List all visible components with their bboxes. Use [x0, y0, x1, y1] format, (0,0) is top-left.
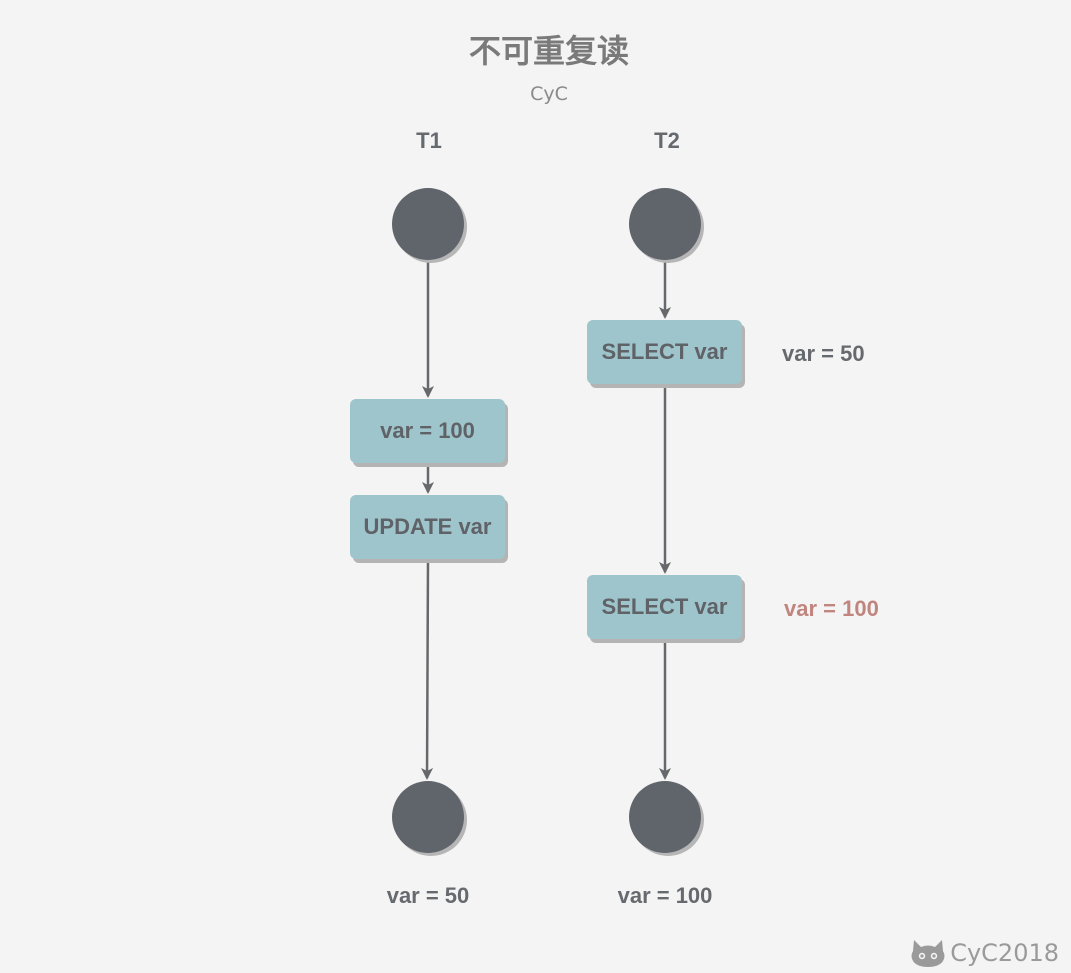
- t1-update-box: UPDATE var: [350, 495, 505, 559]
- watermark: CyC2018: [910, 938, 1059, 968]
- t1-start-node: [392, 188, 464, 260]
- t2-select1-label: SELECT var: [601, 339, 728, 364]
- t2-end-node: [629, 781, 701, 853]
- t2-label: T2: [654, 128, 680, 153]
- t1-label: T1: [416, 128, 442, 153]
- diagram-title: 不可重复读: [468, 32, 629, 70]
- t2-select1-result: var = 50: [782, 341, 865, 366]
- t1-final-value: var = 50: [386, 883, 470, 908]
- t1-update-label: UPDATE var: [363, 514, 492, 539]
- t1-arrow-update-to-end: [421, 559, 434, 780]
- t2-final-value: var = 100: [617, 883, 713, 908]
- diagram-subtitle: CyC: [530, 83, 568, 105]
- t2-select2-label: SELECT var: [601, 594, 728, 619]
- t1-end-node: [392, 781, 464, 853]
- t2-select1-box: SELECT var: [587, 320, 742, 384]
- t1-assign-label: var = 100: [380, 418, 475, 443]
- t2-select2-result: var = 100: [784, 596, 879, 621]
- t1-assign-box: var = 100: [350, 399, 505, 463]
- watermark-label: CyC2018: [950, 939, 1059, 967]
- t2-select2-box: SELECT var: [587, 575, 742, 639]
- t2-start-node: [629, 188, 701, 260]
- github-cat-icon: [911, 940, 945, 967]
